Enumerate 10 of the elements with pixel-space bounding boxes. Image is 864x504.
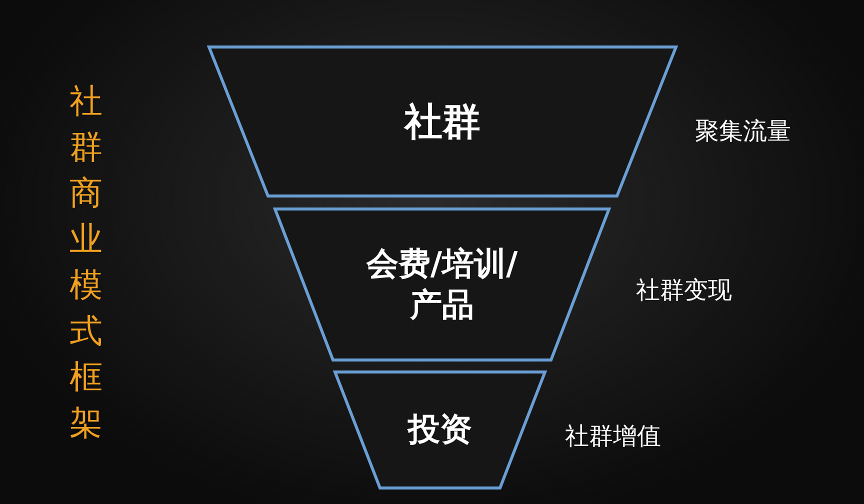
segment-label: 会费/培训/产品 [365,242,519,326]
funnel-segment [207,45,678,198]
funnel-segment [333,370,547,490]
segment-label: 投资 [406,409,473,450]
title: 社群商业模式框架 [68,80,104,444]
segment-label: 社群 [402,98,482,145]
funnel-segment [273,207,611,362]
side-label: 聚集流量 [695,116,791,147]
side-label: 社群变现 [636,275,732,306]
side-label: 社群增值 [565,421,661,452]
